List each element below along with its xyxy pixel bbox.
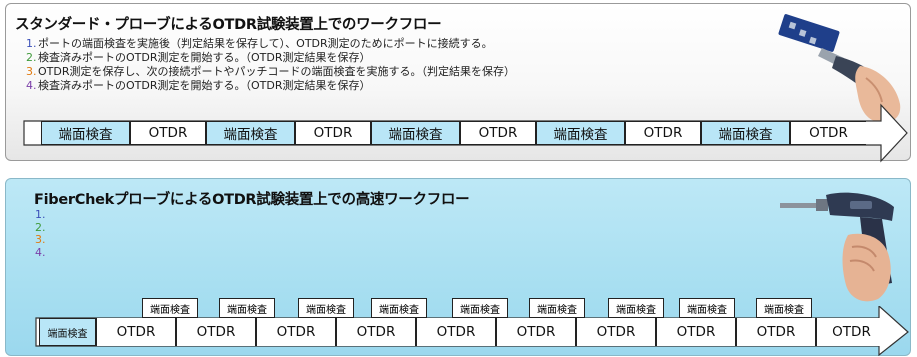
step-number: 1. bbox=[26, 37, 37, 50]
otdr-step-cell: OTDR bbox=[816, 318, 886, 346]
inspection-tag: 端面検査 bbox=[452, 298, 508, 318]
fast-workflow-panel: FiberChekプローブによるOTDR試験装置上での高速ワークフロー 1. 2… bbox=[5, 178, 911, 356]
panel1-step-4: 4.検査済みポートのOTDR測定を開始する。（OTDR測定結果を保存） bbox=[26, 79, 515, 93]
step-number: 3. bbox=[35, 233, 46, 246]
fiberchek-probe-photo bbox=[780, 192, 894, 302]
panel1-step-1: 1.ポートの端面検査を実施後（判定結果を保存して）、OTDR測定のためにポートに… bbox=[26, 37, 515, 51]
otdr-step-cell: OTDR bbox=[736, 318, 816, 346]
panel1-step-3: 3.OTDR測定を保存し、次の接続ポートやパッチコードの端面検査を実施する。（判… bbox=[26, 65, 515, 79]
fiber-probe-photo bbox=[778, 14, 901, 123]
panel2-title: FiberChekプローブによるOTDR試験装置上での高速ワークフロー bbox=[34, 192, 470, 208]
otdr-step-cell: OTDR bbox=[576, 318, 656, 346]
step-text: ポートの端面検査を実施後（判定結果を保存して）、OTDR測定のためにポートに接続… bbox=[38, 37, 493, 50]
inspection-step-cell: 端面検査 bbox=[701, 121, 790, 145]
otdr-step-cell: OTDR bbox=[656, 318, 736, 346]
otdr-step-cell: OTDR bbox=[460, 121, 536, 145]
otdr-step-cell: OTDR bbox=[130, 121, 206, 145]
panel1-step-list: 1.ポートの端面検査を実施後（判定結果を保存して）、OTDR測定のためにポートに… bbox=[26, 37, 515, 93]
step-number: 4. bbox=[26, 79, 37, 92]
panel2-step-1: 1. bbox=[35, 208, 47, 222]
otdr-step-cell: OTDR bbox=[625, 121, 701, 145]
step-number: 1. bbox=[35, 208, 46, 221]
step-number: 3. bbox=[26, 65, 37, 78]
inspection-step-cell: 端面検査 bbox=[371, 121, 460, 145]
inspection-tag: 端面検査 bbox=[608, 298, 664, 318]
panel1-title: スタンダード・プローブによるOTDR試験装置上でのワークフロー bbox=[15, 17, 442, 33]
inspection-tag: 端面検査 bbox=[298, 298, 354, 318]
inspection-step-cell: 端面検査 bbox=[39, 318, 96, 346]
panel2-step-4: 4. bbox=[35, 245, 47, 260]
step-text: 検査済みポートのOTDR測定を開始する。（OTDR測定結果を保存） bbox=[38, 51, 371, 64]
inspection-tag: 端面検査 bbox=[529, 298, 585, 318]
otdr-step-cell: OTDR bbox=[336, 318, 416, 346]
otdr-step-cell: OTDR bbox=[295, 121, 371, 145]
panel2-step-2: 2. bbox=[35, 220, 47, 235]
step-number: 2. bbox=[26, 51, 37, 64]
otdr-step-cell: OTDR bbox=[96, 318, 176, 346]
inspection-tag: 端面検査 bbox=[679, 298, 735, 318]
otdr-step-cell: OTDR bbox=[416, 318, 496, 346]
inspection-step-cell: 端面検査 bbox=[41, 121, 130, 145]
inspection-tag: 端面検査 bbox=[219, 298, 275, 318]
otdr-step-cell: OTDR bbox=[176, 318, 256, 346]
otdr-step-cell: OTDR bbox=[496, 318, 576, 346]
step-number: 4. bbox=[35, 245, 46, 259]
otdr-step-cell: OTDR bbox=[256, 318, 336, 346]
panel2-step-list: 1. 2. 3. 4. bbox=[35, 208, 47, 260]
otdr-step-cell: OTDR bbox=[790, 121, 866, 145]
inspection-step-cell: 端面検査 bbox=[206, 121, 295, 145]
standard-workflow-panel: スタンダード・プローブによるOTDR試験装置上でのワークフロー 1.ポートの端面… bbox=[5, 3, 911, 163]
inspection-step-cell: 端面検査 bbox=[536, 121, 625, 145]
panel2-step-3: 3. bbox=[35, 233, 47, 247]
step-number: 2. bbox=[35, 220, 46, 234]
inspection-tag: 端面検査 bbox=[142, 298, 198, 318]
step-text: 検査済みポートのOTDR測定を開始する。（OTDR測定結果を保存） bbox=[38, 79, 371, 92]
step-text: OTDR測定を保存し、次の接続ポートやパッチコードの端面検査を実施する。（判定結… bbox=[38, 65, 515, 78]
inspection-tag: 端面検査 bbox=[756, 298, 812, 318]
inspection-tag: 端面検査 bbox=[371, 298, 427, 318]
panel1-step-2: 2.検査済みポートのOTDR測定を開始する。（OTDR測定結果を保存） bbox=[26, 51, 515, 65]
